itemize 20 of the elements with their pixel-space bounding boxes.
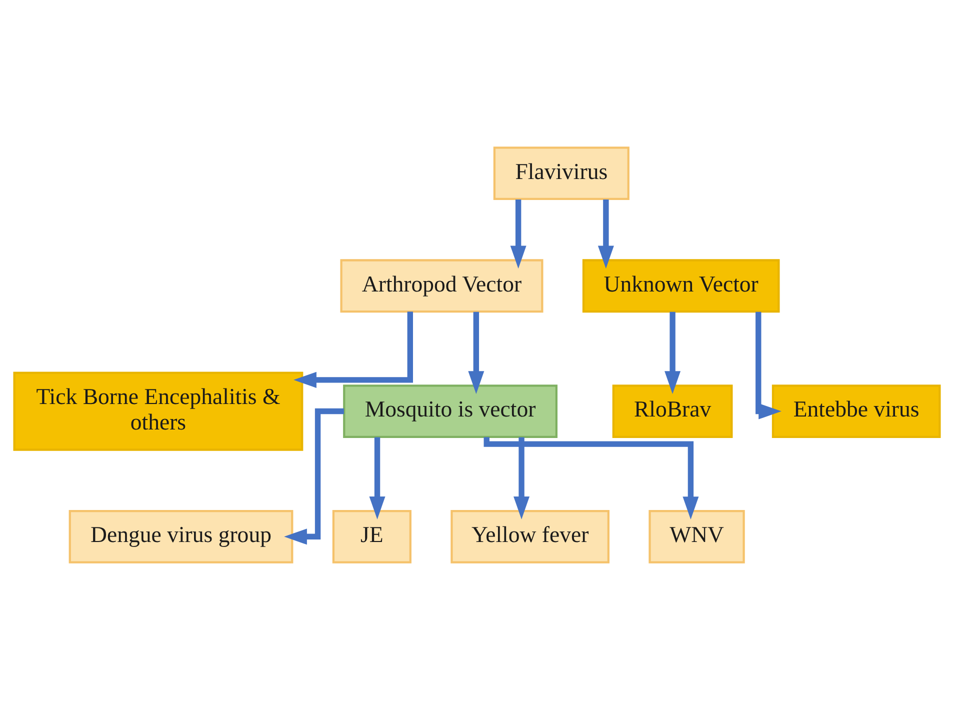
node-box: WNV <box>648 510 745 564</box>
arrow <box>468 312 484 394</box>
arrow <box>510 199 526 269</box>
node-box: Unknown Vector <box>582 259 780 313</box>
arrow <box>484 437 699 520</box>
node-box: Tick Borne Encephalitis & others <box>13 372 304 451</box>
node-box: JE <box>332 510 412 564</box>
node-box: Mosquito is vector <box>343 384 558 438</box>
node-box: RloBrav <box>612 384 733 438</box>
arrow <box>294 312 413 388</box>
node-box: Arthropod Vector <box>340 259 544 313</box>
node-box: Flavivirus <box>493 146 630 200</box>
node-box: Yellow fever <box>450 510 610 564</box>
arrow <box>756 312 782 420</box>
arrow <box>514 437 530 520</box>
node-box: Entebbe virus <box>772 384 941 438</box>
arrow <box>598 199 614 269</box>
arrow <box>369 437 386 520</box>
node-box: Dengue virus group <box>68 510 294 564</box>
arrow <box>664 312 681 394</box>
